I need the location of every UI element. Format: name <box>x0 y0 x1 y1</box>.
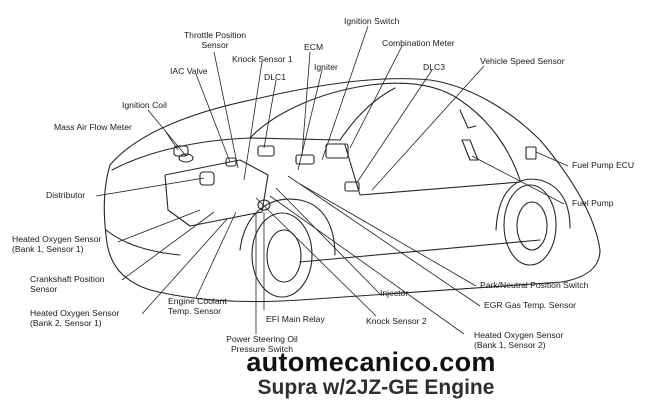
ecm-part <box>295 154 315 165</box>
car-windshield <box>339 87 396 141</box>
label-ecm: ECM <box>304 42 324 52</box>
leader-distributor <box>95 177 205 197</box>
label-ignition-coil: Ignition Coil <box>122 100 167 110</box>
site-watermark: automecanico.com <box>246 347 496 377</box>
car-body-outline <box>103 78 601 303</box>
label-park-neutral-position-switch: Park/Neutral Position Switch <box>480 280 589 290</box>
leader-park-neutral <box>299 183 477 287</box>
leader-dlc3 <box>355 69 433 185</box>
efi-main-relay-part <box>257 199 271 211</box>
label-heated-oxygen-sensor-b2s1: Heated Oxygen Sensor (Bank 2, Sensor 1) <box>30 308 120 328</box>
leader-throttle <box>213 51 239 169</box>
leader-knock-2 <box>255 197 377 317</box>
label-egr-gas-temp-sensor: EGR Gas Temp. Sensor <box>484 300 577 310</box>
leader-ignition-switch <box>321 25 369 161</box>
label-power-steering-oil-pressure-switch: Power Steering Oil Pressure Switch <box>226 334 298 354</box>
diagram-caption: Supra w/2JZ-GE Engine <box>257 376 495 399</box>
leader-injector <box>275 187 381 295</box>
rear-wheel <box>503 184 557 266</box>
front-wheel-arch <box>239 198 336 256</box>
label-crankshaft-position-sensor: Crankshaft Position Sensor <box>30 274 105 294</box>
engine-block <box>164 159 269 227</box>
label-heated-oxygen-sensor-b1s2: Heated Oxygen Sensor (Bank 1, Sensor 2) <box>474 330 564 350</box>
label-fuel-pump-ecu: Fuel Pump ECU <box>572 160 635 170</box>
label-injector: Injector <box>380 288 409 298</box>
label-iac-valve: IAC Valve <box>170 66 208 76</box>
label-ignition-switch: Ignition Switch <box>344 16 400 26</box>
label-engine-coolant-temp-sensor: Engine Coolant Temp. Sensor <box>168 296 227 316</box>
fuel-pump-ecu-part <box>525 146 537 160</box>
car-rear-window <box>459 99 521 181</box>
leader-iac <box>195 73 231 163</box>
leader-fuel-pump-ecu <box>535 151 569 167</box>
iac-valve-part <box>225 157 237 167</box>
rear-wheel-arch <box>495 178 571 231</box>
dlc1-part <box>257 145 275 157</box>
front-wheel <box>251 212 313 298</box>
label-combination-meter: Combination Meter <box>382 38 455 48</box>
leader-egr <box>287 175 481 307</box>
label-fuel-pump: Fuel Pump <box>572 198 614 208</box>
leader-fuel-pump <box>471 155 565 205</box>
leader-ecoolant <box>195 211 237 299</box>
leader-dlc1 <box>263 79 277 149</box>
leader-crankshaft <box>121 211 215 281</box>
label-distributor: Distributor <box>46 190 86 200</box>
label-knock-sensor-1: Knock Sensor 1 <box>232 54 293 64</box>
fuel-tank-part <box>459 109 477 129</box>
label-heated-oxygen-sensor-b1s1: Heated Oxygen Sensor (Bank 1, Sensor 1) <box>12 234 102 254</box>
leader-vehicle-speed <box>371 65 485 191</box>
car-door-line <box>344 144 521 196</box>
rear-wheel-inner <box>516 201 548 251</box>
label-vehicle-speed-sensor: Vehicle Speed Sensor <box>480 56 565 66</box>
leader-ecm <box>301 51 311 157</box>
label-throttle-position-sensor: Throttle Position Sensor <box>183 30 247 50</box>
label-knock-sensor-2: Knock Sensor 2 <box>366 316 427 326</box>
ignition-coil-part <box>178 153 194 163</box>
dlc3-part <box>344 181 360 192</box>
label-dlc3: DLC3 <box>423 62 445 72</box>
label-mass-air-flow-meter: Mass Air Flow Meter <box>54 122 132 132</box>
car-sill-line <box>299 239 541 263</box>
label-igniter: Igniter <box>314 62 338 72</box>
leader-hos-b1s2 <box>269 195 465 335</box>
label-dlc1: DLC1 <box>264 72 286 82</box>
leader-maf <box>165 131 179 151</box>
car-bumper-line <box>105 229 181 256</box>
fuel-pump-part <box>461 139 479 161</box>
front-wheel-inner <box>266 229 302 283</box>
leader-hos-b1s1 <box>117 209 201 243</box>
leader-hos-b2s1 <box>141 217 229 315</box>
mass-air-flow-meter-part <box>173 145 189 157</box>
leader-combination-meter <box>349 45 403 149</box>
leader-knock-1 <box>243 61 263 181</box>
combination-meter-part <box>325 143 349 159</box>
car-roof <box>249 82 461 139</box>
leader-igniter <box>297 69 323 171</box>
label-efi-main-relay: EFI Main Relay <box>266 314 325 324</box>
